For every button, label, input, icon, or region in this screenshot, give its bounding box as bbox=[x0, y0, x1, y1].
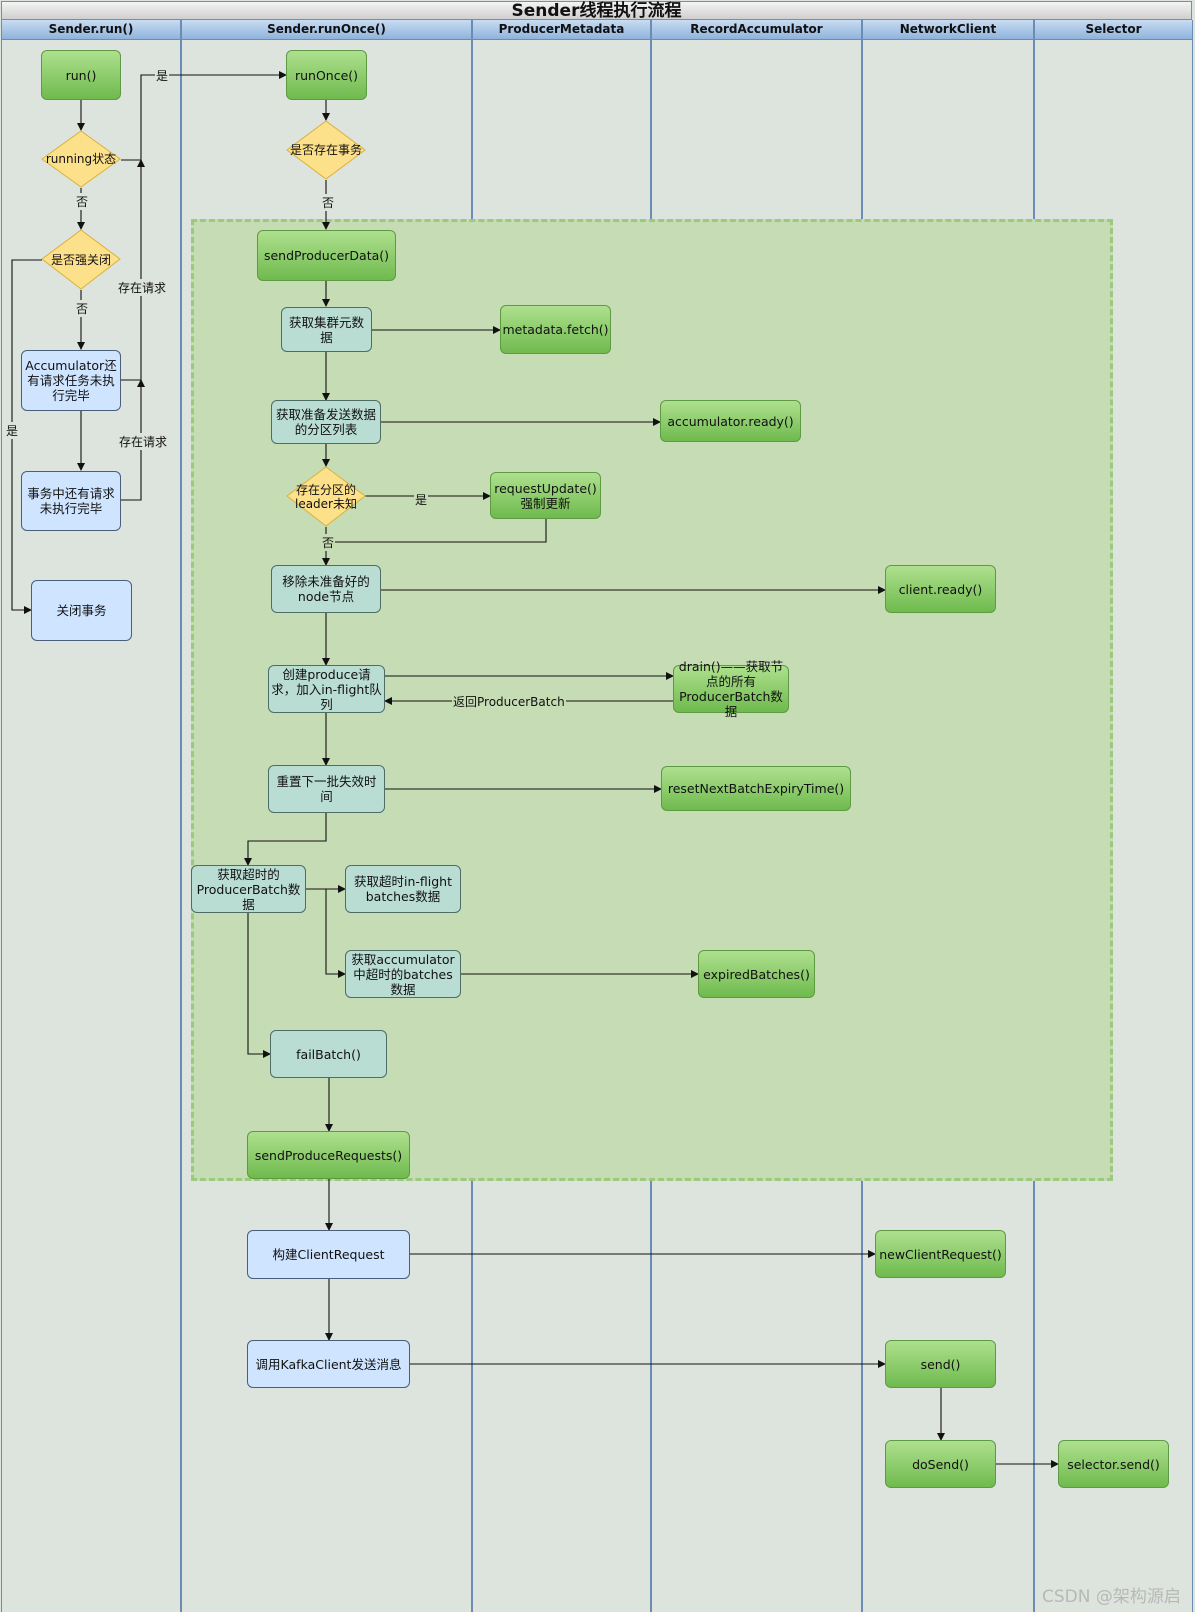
lane-header-sender-runonce: Sender.runOnce() bbox=[181, 20, 472, 40]
edge-label-no-leader: 否 bbox=[321, 534, 336, 551]
node-run: run() bbox=[41, 50, 121, 100]
node-send-produce-requests: sendProduceRequests() bbox=[247, 1131, 410, 1179]
decision-has-transaction-label: 是否存在事务 bbox=[289, 143, 362, 157]
lane-header-selector: Selector bbox=[1034, 20, 1193, 40]
diagram-title: Sender线程执行流程 bbox=[1, 1, 1192, 20]
node-build-client-request: 构建ClientRequest bbox=[247, 1230, 410, 1279]
node-metadata-fetch: metadata.fetch() bbox=[500, 305, 611, 354]
decision-force-close-label: 是否强关闭 bbox=[50, 252, 111, 267]
decision-leader-unknown: 存在分区的leader未知 bbox=[286, 466, 366, 527]
edge-label-has-request-2: 存在请求 bbox=[118, 433, 169, 450]
node-expired-batches: expiredBatches() bbox=[698, 950, 815, 998]
decision-leader-unknown-label: 存在分区的leader未知 bbox=[294, 482, 357, 511]
edge-label-no-txn: 否 bbox=[321, 194, 336, 211]
node-get-cluster-metadata: 获取集群元数据 bbox=[281, 307, 372, 352]
node-get-expired-inflight: 获取超时in-flight batches数据 bbox=[345, 865, 461, 913]
edge-label-yes-runonce: 是 bbox=[155, 67, 170, 84]
edge-label-return-batch: 返回ProducerBatch bbox=[452, 693, 566, 710]
edge-label-no-running: 否 bbox=[75, 193, 90, 210]
node-get-ready-partitions: 获取准备发送数据的分区列表 bbox=[271, 400, 381, 444]
edge-label-has-request-1: 存在请求 bbox=[117, 279, 168, 296]
node-accumulator-pending: Accumulator还有请求任务未执行完毕 bbox=[21, 350, 121, 411]
node-selector-send: selector.send() bbox=[1058, 1440, 1169, 1488]
decision-running-state-label: running状态 bbox=[45, 152, 117, 166]
node-transaction-pending: 事务中还有请求未执行完毕 bbox=[21, 471, 121, 531]
node-send-producer-data: sendProducerData() bbox=[257, 230, 396, 281]
lane-header-network-client: NetworkClient bbox=[862, 20, 1034, 40]
node-do-send: doSend() bbox=[885, 1440, 996, 1488]
edge-label-no-force-close: 否 bbox=[75, 300, 90, 317]
node-remove-unready-nodes: 移除未准备好的node节点 bbox=[271, 565, 381, 613]
node-request-update: requestUpdate()强制更新 bbox=[490, 472, 601, 519]
node-get-expired-batches: 获取超时的ProducerBatch数据 bbox=[191, 865, 306, 913]
lane-sender-run bbox=[1, 40, 181, 1612]
lane-header-producer-metadata: ProducerMetadata bbox=[472, 20, 651, 40]
send-producer-data-group bbox=[191, 219, 1113, 1181]
decision-has-transaction: 是否存在事务 bbox=[286, 120, 366, 180]
lane-header-record-accumulator: RecordAccumulator bbox=[651, 20, 862, 40]
node-create-produce-request: 创建produce请求，加入in-flight队列 bbox=[268, 665, 385, 713]
edge-label-yes-close: 是 bbox=[5, 422, 20, 439]
node-accumulator-ready: accumulator.ready() bbox=[660, 400, 801, 442]
edge-label-yes-leader: 是 bbox=[414, 491, 429, 508]
node-client-ready: client.ready() bbox=[885, 565, 996, 613]
node-reset-expiry-time: 重置下一批失效时间 bbox=[268, 765, 385, 813]
node-call-kafka-client: 调用KafkaClient发送消息 bbox=[247, 1340, 410, 1388]
node-run-once: runOnce() bbox=[286, 50, 367, 100]
decision-force-close: 是否强关闭 bbox=[41, 229, 121, 290]
watermark: CSDN @架构源启 bbox=[1042, 1587, 1181, 1607]
lane-header-sender-run: Sender.run() bbox=[1, 20, 181, 40]
node-fail-batch: failBatch() bbox=[270, 1030, 387, 1078]
node-drain: drain()——获取节点的所有ProducerBatch数据 bbox=[673, 659, 789, 719]
node-reset-next-batch-expiry: resetNextBatchExpiryTime() bbox=[661, 766, 851, 811]
node-get-expired-accumulator: 获取accumulator中超时的batches数据 bbox=[345, 950, 461, 998]
node-close-transaction: 关闭事务 bbox=[31, 580, 132, 641]
node-send: send() bbox=[885, 1340, 996, 1388]
node-new-client-request: newClientRequest() bbox=[875, 1230, 1006, 1278]
decision-running-state: running状态 bbox=[41, 130, 121, 188]
